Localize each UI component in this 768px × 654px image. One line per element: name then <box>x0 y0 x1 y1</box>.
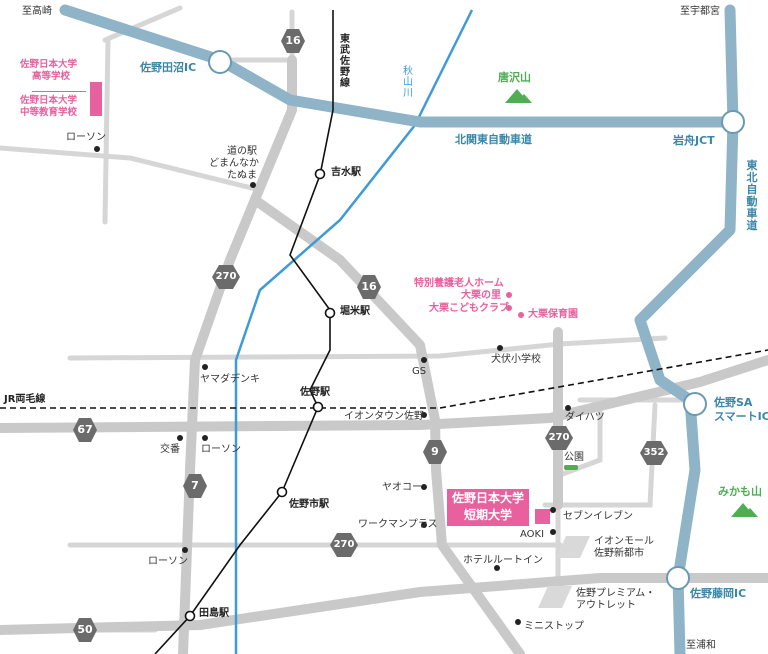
kodomo-club: 大栗こどもクラブ <box>429 303 509 314</box>
route-9-shield: 9 <box>423 440 447 464</box>
ministop: ミニストップ <box>524 621 584 632</box>
aoki: AOKI <box>520 529 545 540</box>
route-352-shield: 352 <box>640 441 668 465</box>
route-67-shield: 67 <box>73 418 97 442</box>
route-270-mid-shield: 270 <box>545 426 573 450</box>
premium-outlet-line1: 佐野プレミアム・ <box>576 588 656 599</box>
ms-label-line2: 中等教育学校 <box>20 107 78 118</box>
dest-takasaki: 至高崎 <box>22 6 52 17</box>
aeon-mall-line1: イオンモール <box>594 536 654 547</box>
akiyama-river <box>234 9 474 654</box>
station-horigome-label: 堀米駅 <box>340 306 370 317</box>
ic-sano-tanuma-marker <box>208 50 232 74</box>
park: 公園 <box>564 452 584 463</box>
aeonmall-area <box>556 536 590 558</box>
interchange-markers <box>208 50 745 590</box>
hs-label-line1: 佐野日本大学 <box>20 59 78 70</box>
pink-dots <box>506 292 524 318</box>
route-270-left-shield: 270 <box>212 265 240 289</box>
premium-outlet-line2: アウトレット <box>576 600 636 611</box>
ic-iwafune: 岩舟JCT <box>673 134 715 147</box>
station-yoshimizu <box>314 168 326 180</box>
park-marker <box>564 465 578 470</box>
seven-eleven: セブンイレブン <box>563 511 633 522</box>
route-16-mid-shield: 16 <box>357 275 381 299</box>
akiyama-river-label: 秋山川 <box>403 66 413 99</box>
university-line2: 短期大学 <box>463 508 512 522</box>
tobu-sano-line <box>154 10 334 654</box>
school-marker <box>90 82 102 116</box>
nursing-home-line2: 大栗の里 <box>461 290 501 301</box>
yamada-denki: ヤマダデンキ <box>200 374 260 385</box>
ic-sano-tanuma: 佐野田沼IC <box>140 61 197 74</box>
aeon-mall-line2: 佐野新都市 <box>594 548 644 559</box>
lawson-mid: ローソン <box>201 444 241 455</box>
mount-mikamo: みかも山 <box>718 485 762 498</box>
hs-label-line2: 高等学校 <box>32 71 71 82</box>
michinoeki-line3: たぬま <box>227 170 257 181</box>
hoikuen: 大栗保育園 <box>528 309 578 320</box>
hotel-route-inn: ホテルルートイン <box>463 555 543 566</box>
tohoku-expressway: 東北自動車道 <box>746 159 758 233</box>
expressways <box>59 4 739 654</box>
ic-iwafune-marker <box>721 110 745 134</box>
landmark-dots <box>94 146 571 625</box>
stations <box>184 168 336 622</box>
station-tajima-label: 田島駅 <box>199 608 229 619</box>
michinoeki-line2: どまんなか <box>209 158 259 169</box>
dest-utsunomiya: 至宇都宮 <box>680 6 720 17</box>
station-sano <box>312 401 324 413</box>
tobu-sano-line-label: 東武佐野線 <box>340 34 350 89</box>
kitakanto-expressway: 北関東自動車道 <box>455 133 532 146</box>
inubushi-school: 犬伏小学校 <box>491 354 541 365</box>
ic-sano-fujioka: 佐野藤岡IC <box>690 587 747 600</box>
station-horigome <box>324 307 336 319</box>
ic-sano-sa-line1: 佐野SA <box>714 396 753 409</box>
michinoeki-line1: 道の駅 <box>227 146 257 157</box>
nursing-home-line1: 特別養護老人ホーム <box>414 278 504 289</box>
jr-ryomo-line <box>0 349 768 409</box>
mount-karasawa: 唐沢山 <box>498 71 531 84</box>
gas-station: GS <box>412 366 427 377</box>
university-marker <box>535 509 550 524</box>
dest-urawa: 至浦和 <box>686 640 716 651</box>
jr-ryomo-line-label: JR両毛線 <box>4 394 46 405</box>
route-16-top-shield: 16 <box>281 29 305 53</box>
yaoko: ヤオコー <box>382 482 422 493</box>
route-50-shield: 50 <box>73 618 97 642</box>
ic-sano-fujioka-marker <box>666 566 690 590</box>
outlet-area <box>538 586 572 608</box>
ic-sano-sa-line2: スマートIC <box>714 410 768 423</box>
mountain-icons <box>505 89 758 517</box>
workman-plus: ワークマンプラス <box>358 519 438 530</box>
station-sanoshi-label: 佐野市駅 <box>289 499 329 510</box>
daihatsu: ダイハツ <box>565 412 605 423</box>
station-yoshimizu-label: 吉水駅 <box>331 167 361 178</box>
station-sano-label: 佐野駅 <box>300 387 330 398</box>
route-7-shield: 7 <box>183 474 207 498</box>
lawson-sw: ローソン <box>148 556 188 567</box>
lawson-nw: ローソン <box>66 132 106 143</box>
station-tajima <box>184 610 196 622</box>
ms-label-line1: 佐野日本大学 <box>20 95 78 106</box>
kouban: 交番 <box>160 444 180 455</box>
aeon-town: イオンタウン佐野 <box>344 411 424 422</box>
university-label: 佐野日本大学 短期大学 <box>447 489 529 526</box>
university-line1: 佐野日本大学 <box>451 491 524 505</box>
ic-sano-sa-marker <box>683 392 707 416</box>
station-sanoshi <box>276 486 288 498</box>
